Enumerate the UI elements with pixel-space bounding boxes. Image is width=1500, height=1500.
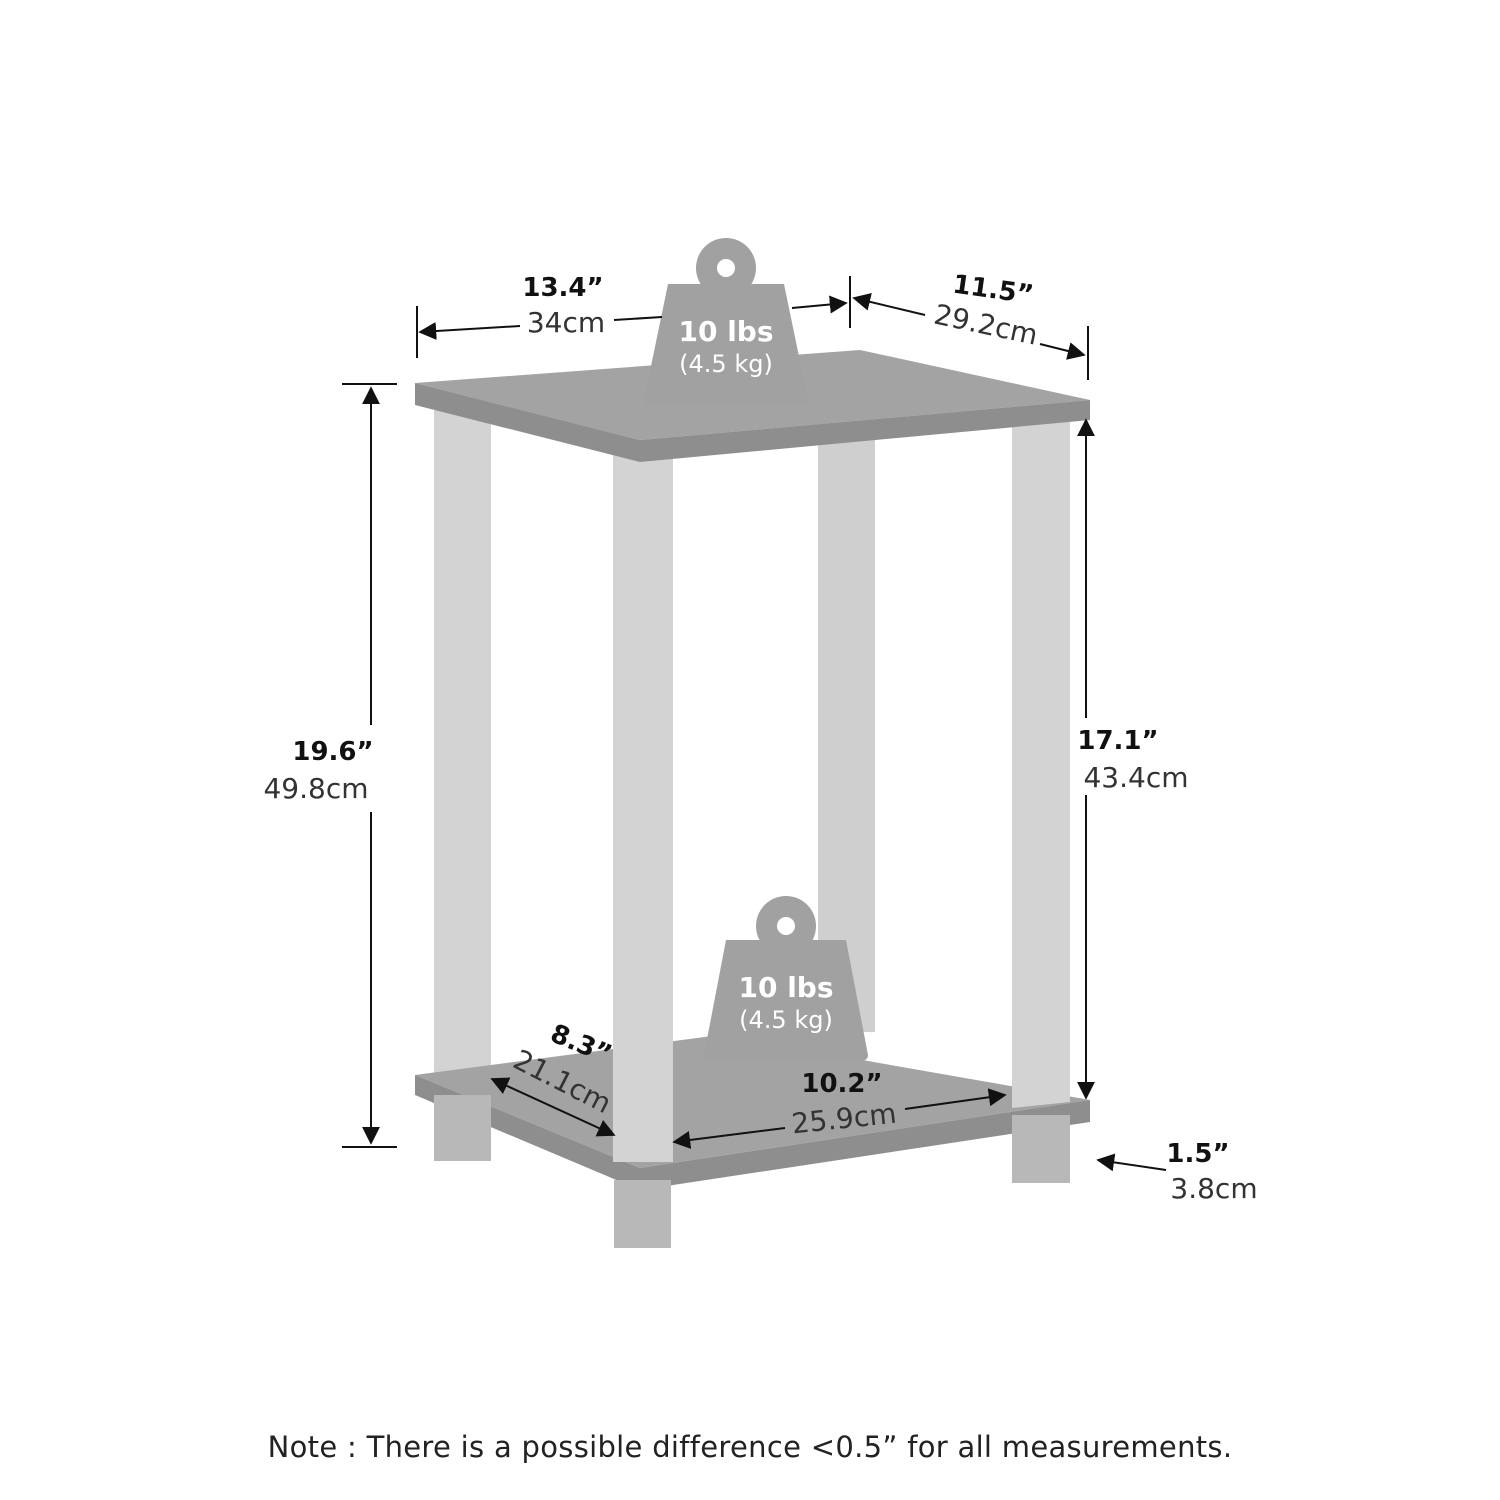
top-width-cm: 34cm (527, 306, 605, 339)
leg-front-left (613, 452, 673, 1162)
weight-top-kg: (4.5 kg) (679, 350, 773, 378)
inner-height-cm: 43.4cm (1083, 761, 1188, 794)
inner-height-inches: 17.1” (1077, 726, 1158, 756)
dimension-lines (342, 276, 1167, 1172)
dimension-arrow (791, 295, 848, 314)
dimension-arrow (418, 322, 521, 341)
dimension-arrow (613, 316, 663, 321)
bottom-shelf-edge (415, 1075, 1090, 1190)
weight-icon-top: 10 lbs (4.5 kg) (644, 238, 808, 405)
weight-top-lbs: 10 lbs (678, 315, 773, 348)
leg-front-right (1012, 418, 1070, 1108)
leg-back-left (434, 410, 491, 1075)
dimension-arrow (852, 293, 926, 316)
dimension-arrow (1039, 342, 1086, 360)
leg-height-inches: 1.5” (1166, 1139, 1229, 1169)
leg-back-right (818, 438, 875, 1032)
overall-height-inches: 19.6” (292, 737, 373, 767)
measurement-note: Note : There is a possible difference <0… (267, 1430, 1233, 1464)
weight-icon-bottom: 10 lbs (4.5 kg) (704, 896, 868, 1061)
top-width-inches: 13.4” (522, 273, 603, 303)
dimension-arrow (1096, 1153, 1167, 1172)
dimension-arrow (672, 1127, 786, 1149)
side-table (415, 350, 1090, 1248)
weight-bottom-kg: (4.5 kg) (739, 1006, 833, 1034)
top-shelf-edge (415, 383, 1090, 462)
shelf-width-inches: 10.2” (801, 1069, 882, 1099)
foot-right (1012, 1115, 1070, 1183)
dimension-arrow (904, 1088, 1007, 1110)
foot-front (614, 1180, 671, 1248)
leg-height-cm: 3.8cm (1170, 1172, 1257, 1205)
dimension-arrow (490, 1077, 616, 1137)
weight-bottom-lbs: 10 lbs (738, 971, 833, 1004)
foot-left (434, 1095, 491, 1161)
overall-height-cm: 49.8cm (263, 772, 368, 805)
